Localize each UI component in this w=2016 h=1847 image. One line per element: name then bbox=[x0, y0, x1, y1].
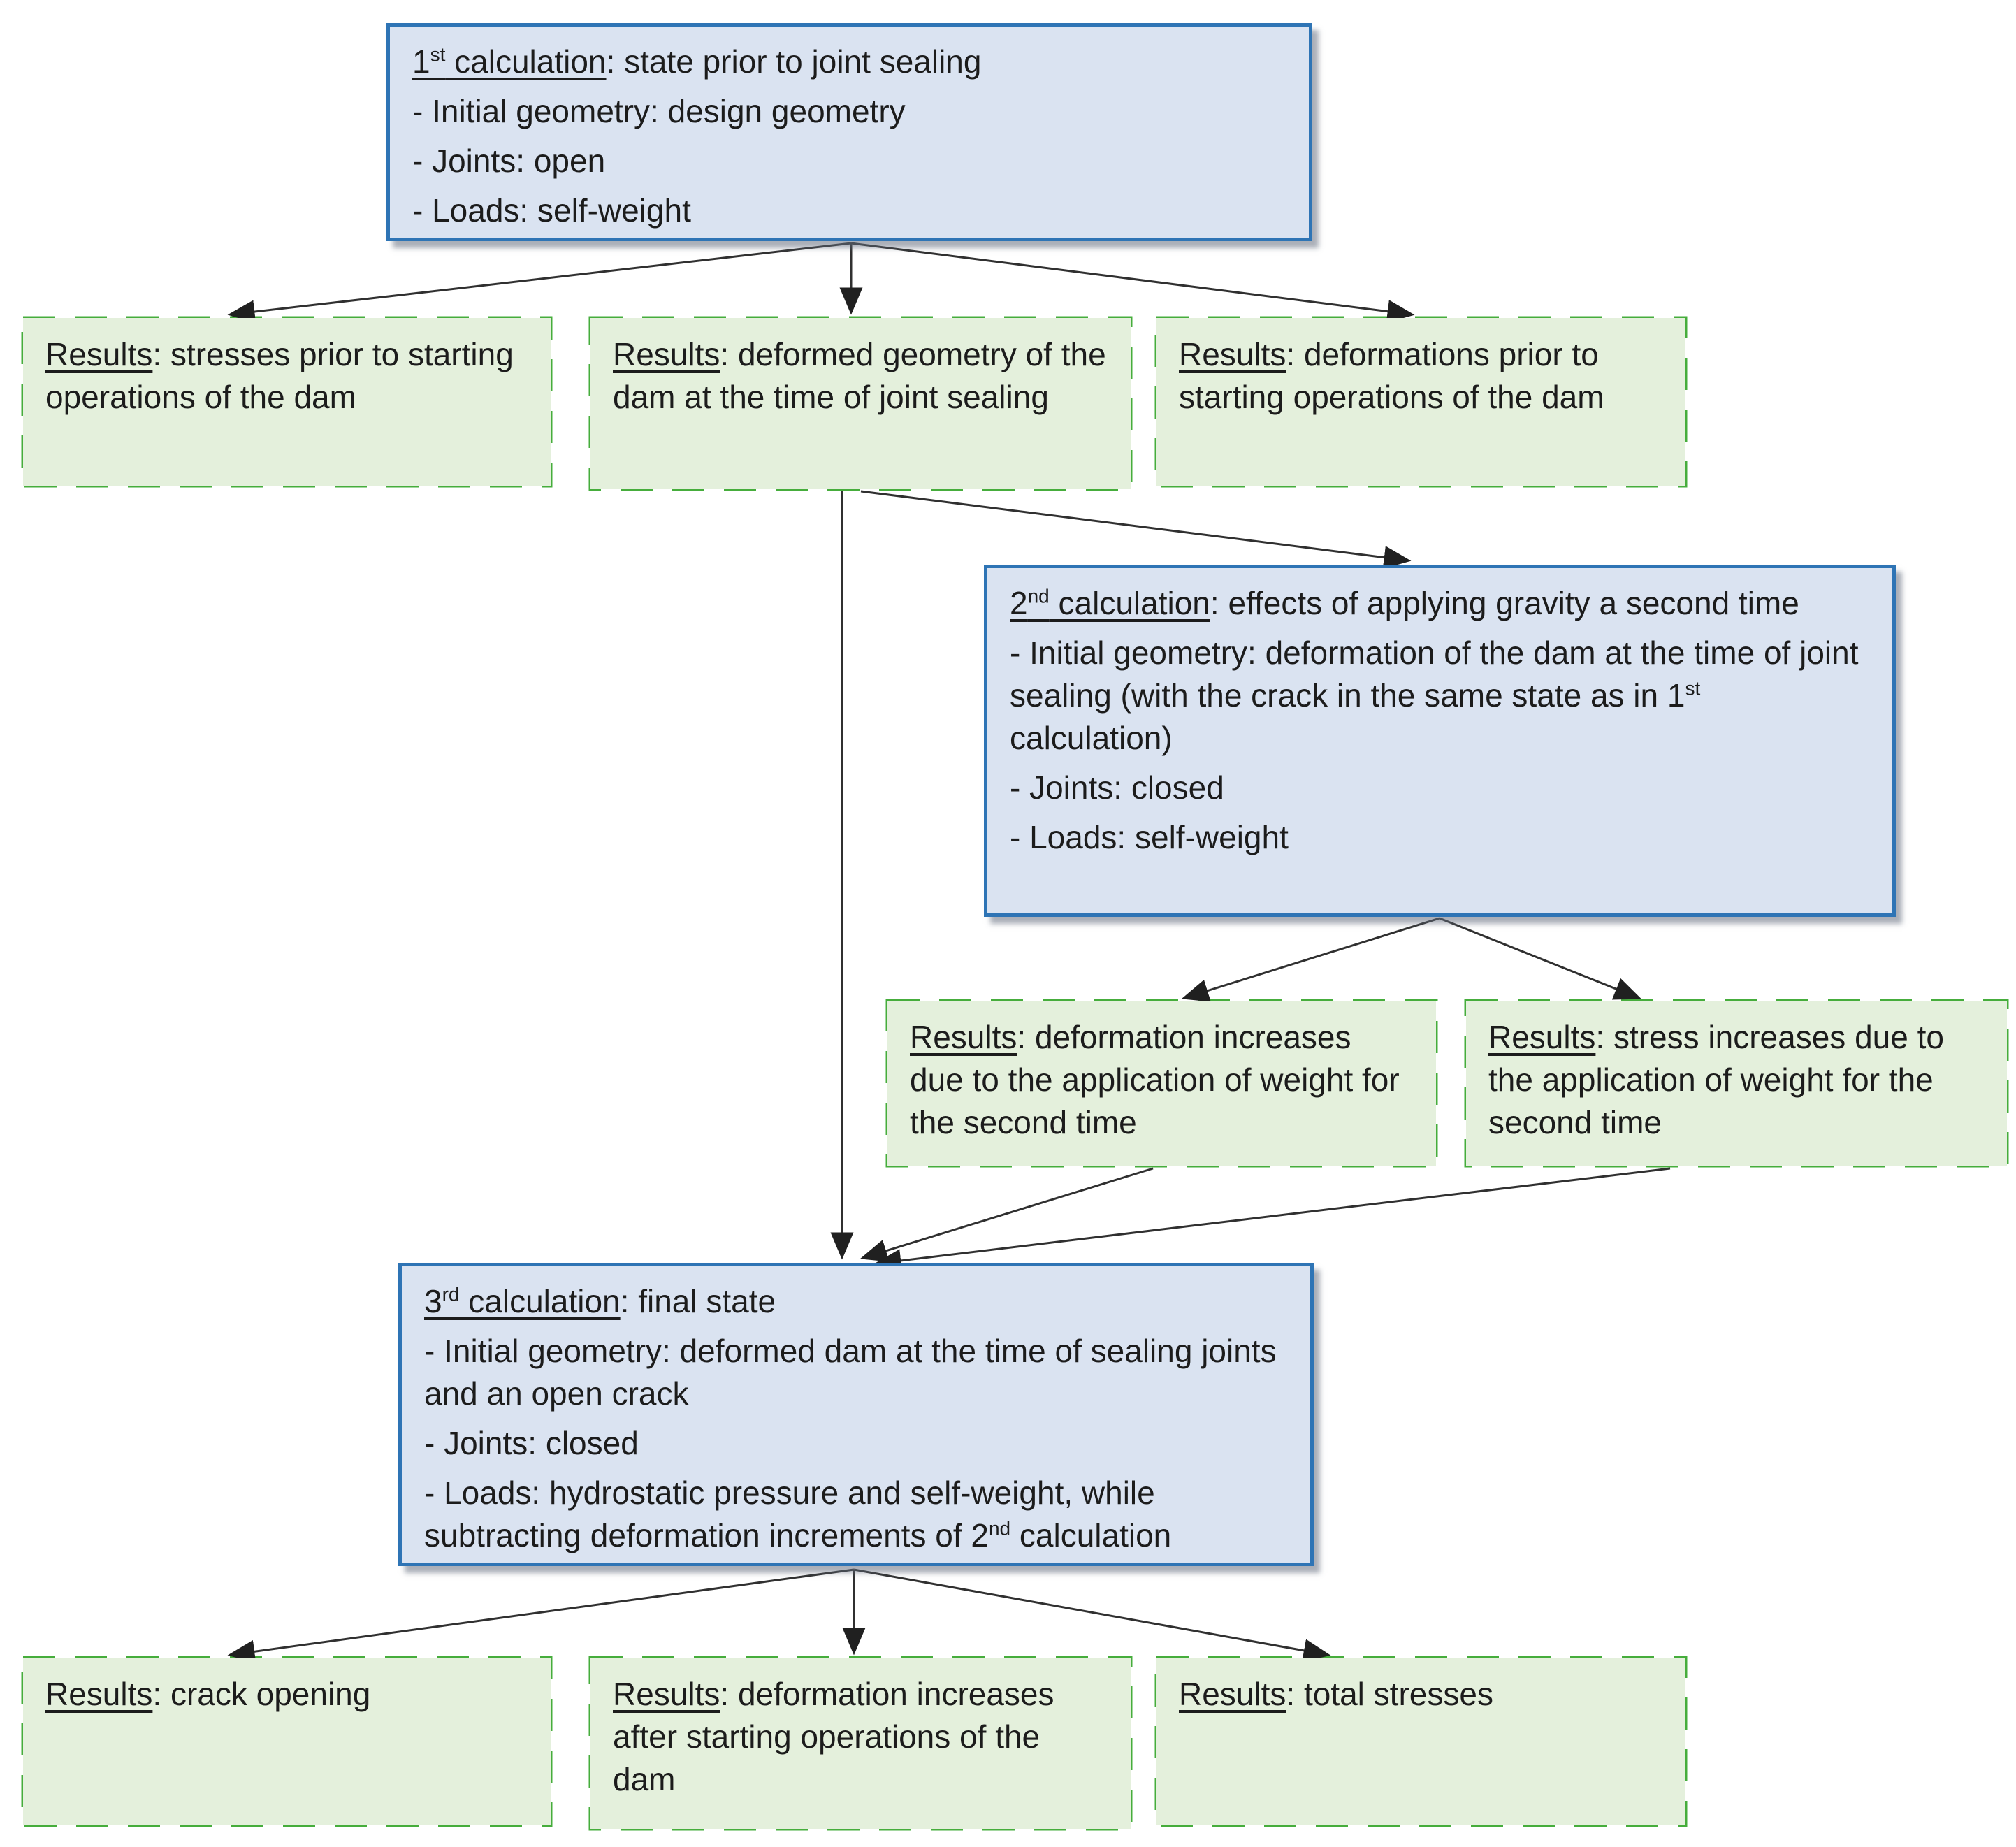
calc3-bullet-loads-b: calculation bbox=[1010, 1517, 1172, 1553]
results-body: : total stresses bbox=[1286, 1676, 1493, 1712]
calc1-bullet-geometry: - Initial geometry: design geometry bbox=[412, 93, 906, 129]
calc2-title: 2nd calculation bbox=[1010, 585, 1210, 621]
calc3-title-ordinal: rd bbox=[442, 1283, 460, 1305]
arrow-res1b-to-calc2 bbox=[860, 490, 1412, 570]
calc3-bullet-loads-ordinal: nd bbox=[988, 1517, 1011, 1540]
arrow-calc3-to-res3a bbox=[227, 1568, 855, 1663]
results-body: : crack opening bbox=[152, 1676, 371, 1712]
results-label: Results bbox=[1179, 336, 1286, 372]
results-text: Results: deformation increases after sta… bbox=[613, 1673, 1108, 1801]
results-box-total-stresses: Results: total stresses bbox=[1156, 1658, 1685, 1825]
calc3-bullet-geometry: - Initial geometry: deformed dam at the … bbox=[424, 1333, 1277, 1412]
results-box-deformation-increases-weight: Results: deformation increases due to th… bbox=[887, 1001, 1436, 1166]
results-box-deformed-geometry: Results: deformed geometry of the dam at… bbox=[590, 318, 1131, 489]
calc1-title-rest: : state prior to joint sealing bbox=[606, 43, 982, 80]
calc1-title-num: 1 bbox=[412, 43, 430, 80]
calc3-box: 3rd calculation: final state - Initial g… bbox=[398, 1263, 1314, 1566]
calc1-title: 1st calculation bbox=[412, 43, 607, 80]
calc1-title-ordinal: st bbox=[430, 43, 446, 66]
results-label: Results bbox=[1179, 1676, 1286, 1712]
results-text: Results: stress increases due to the app… bbox=[1488, 1016, 1985, 1144]
arrow-calc2-to-res2b bbox=[1439, 917, 1642, 1000]
results-text: Results: crack opening bbox=[45, 1673, 528, 1716]
calc2-bullet-geometry-ordinal: st bbox=[1685, 677, 1701, 700]
results-label: Results bbox=[910, 1019, 1017, 1055]
calc2-bullet-loads: - Loads: self-weight bbox=[1010, 819, 1289, 855]
calc2-title-word: calculation bbox=[1049, 585, 1210, 621]
calc2-title-rest: : effects of applying gravity a second t… bbox=[1210, 585, 1799, 621]
results-box-crack-opening: Results: crack opening bbox=[23, 1658, 551, 1825]
results-box-stresses-prior: Results: stresses prior to starting oper… bbox=[23, 318, 551, 486]
calc2-title-num: 2 bbox=[1010, 585, 1028, 621]
calc2-title-ordinal: nd bbox=[1027, 585, 1050, 607]
calc2-bullet-geometry-a: - Initial geometry: deformation of the d… bbox=[1010, 635, 1859, 714]
results-box-deformations-prior: Results: deformations prior to starting … bbox=[1156, 318, 1685, 486]
calc3-title-word: calculation bbox=[459, 1283, 621, 1319]
results-body: : deformed geometry of the dam at the ti… bbox=[613, 336, 1106, 415]
results-label: Results bbox=[1488, 1019, 1596, 1055]
arrow-res2a-to-calc3 bbox=[860, 1167, 1154, 1262]
arrow-calc2-to-res2a bbox=[1181, 917, 1440, 1002]
results-body: : deformations prior to starting operati… bbox=[1179, 336, 1604, 415]
results-body: : deformation increases due to the appli… bbox=[910, 1019, 1400, 1140]
calc1-title-line: 1st calculation: state prior to joint se… bbox=[412, 41, 1286, 83]
calc2-box: 2nd calculation: effects of applying gra… bbox=[984, 565, 1896, 917]
calc2-bullet-joints: - Joints: closed bbox=[1010, 769, 1224, 806]
calc3-title-num: 3 bbox=[424, 1283, 442, 1319]
arrow-res2b-to-calc3 bbox=[873, 1167, 1671, 1273]
calc3-bullet-joints: - Joints: closed bbox=[424, 1425, 639, 1461]
results-body: : stresses prior to starting operations … bbox=[45, 336, 514, 415]
calc2-bullet-geometry: - Initial geometry: deformation of the d… bbox=[1010, 632, 1870, 760]
results-box-stress-increases-weight: Results: stress increases due to the app… bbox=[1466, 1001, 2007, 1166]
calc2-bullet-geometry-b: calculation) bbox=[1010, 720, 1173, 756]
results-label: Results bbox=[613, 336, 720, 372]
calc1-box: 1st calculation: state prior to joint se… bbox=[386, 23, 1312, 241]
calc3-title: 3rd calculation bbox=[424, 1283, 621, 1319]
calc1-title-word: calculation bbox=[445, 43, 607, 80]
results-body: : deformation increases after starting o… bbox=[613, 1676, 1054, 1797]
calc1-bullet-joints: - Joints: open bbox=[412, 143, 606, 179]
calc3-title-line: 3rd calculation: final state bbox=[424, 1280, 1288, 1323]
results-text: Results: total stresses bbox=[1179, 1673, 1663, 1716]
results-label: Results bbox=[613, 1676, 720, 1712]
arrow-calc3-to-res3c bbox=[853, 1568, 1331, 1663]
calc3-bullet-loads-a: - Loads: hydrostatic pressure and self-w… bbox=[424, 1475, 1155, 1553]
arrow-calc1-to-res1c bbox=[850, 242, 1415, 324]
results-text: Results: deformations prior to starting … bbox=[1179, 333, 1663, 419]
results-box-deformation-increases-operations: Results: deformation increases after sta… bbox=[590, 1658, 1131, 1829]
results-text: Results: deformed geometry of the dam at… bbox=[613, 333, 1108, 419]
calc1-bullet-loads: - Loads: self-weight bbox=[412, 192, 691, 229]
calc2-title-line: 2nd calculation: effects of applying gra… bbox=[1010, 582, 1870, 625]
results-body: : stress increases due to the applicatio… bbox=[1488, 1019, 1944, 1140]
results-label: Results bbox=[45, 336, 153, 372]
results-label: Results bbox=[45, 1676, 153, 1712]
results-text: Results: stresses prior to starting oper… bbox=[45, 333, 528, 419]
calc3-title-rest: : final state bbox=[620, 1283, 776, 1319]
results-text: Results: deformation increases due to th… bbox=[910, 1016, 1414, 1144]
calc3-bullet-loads: - Loads: hydrostatic pressure and self-w… bbox=[424, 1472, 1288, 1557]
arrow-calc1-to-res1a bbox=[227, 242, 852, 324]
